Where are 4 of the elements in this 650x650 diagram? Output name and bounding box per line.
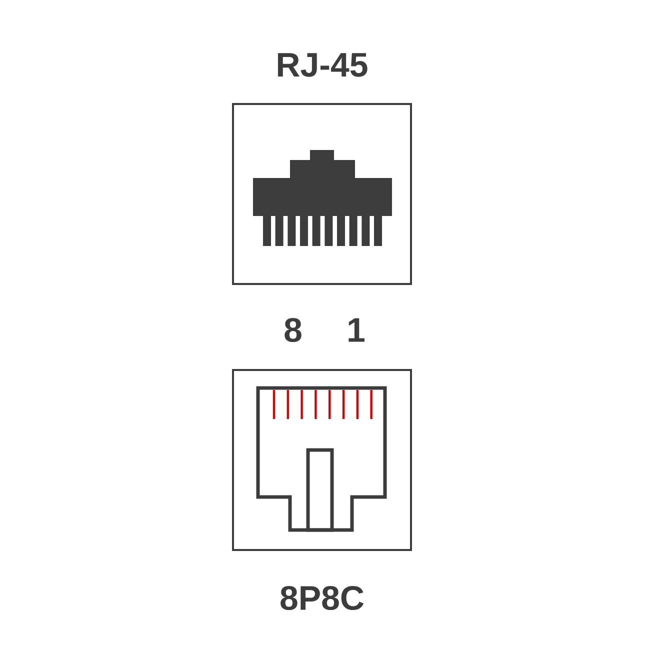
connector-title: 8P8C <box>280 586 364 610</box>
pin-number: 1 <box>348 318 364 342</box>
connector-title: RJ-45 <box>278 53 368 77</box>
pin-number: 8 <box>284 318 302 342</box>
